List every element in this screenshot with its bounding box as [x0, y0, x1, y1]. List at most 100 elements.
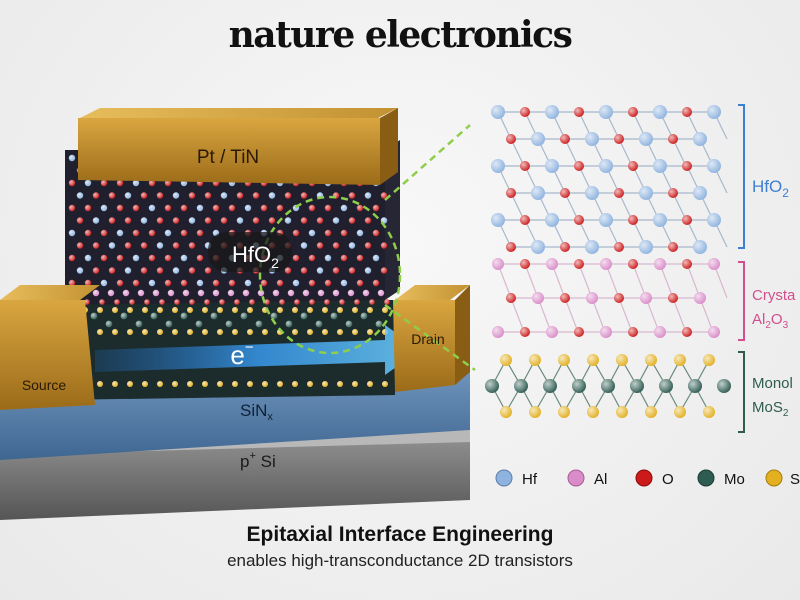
- atom-highlight: [377, 289, 385, 297]
- atom-highlight: [506, 188, 516, 198]
- atom-highlight: [210, 312, 218, 320]
- atom-highlight: [682, 215, 692, 225]
- atom-highlight: [180, 204, 188, 212]
- atom-highlight: [574, 327, 584, 337]
- atom-highlight: [132, 279, 140, 287]
- bond: [645, 297, 660, 333]
- source-electrode: [0, 285, 100, 410]
- atom-highlight: [204, 192, 212, 199]
- atom-highlight: [212, 204, 220, 212]
- atom-highlight: [252, 192, 260, 199]
- atom-highlight: [270, 312, 278, 320]
- insulator-label: SiNx: [240, 401, 273, 423]
- atom-highlight: [196, 229, 204, 237]
- atom-highlight: [654, 326, 666, 338]
- atom-highlight: [546, 258, 558, 270]
- atom-highlight: [682, 161, 692, 171]
- bond: [605, 263, 620, 299]
- atom-highlight: [628, 327, 638, 337]
- atom-highlight: [382, 381, 388, 387]
- atom-highlight: [76, 242, 84, 249]
- atom-highlight: [234, 299, 240, 305]
- atom-highlight: [148, 229, 156, 237]
- atom-highlight: [244, 204, 252, 212]
- legend-item-s: S: [765, 469, 800, 488]
- atom-highlight: [703, 354, 715, 366]
- legend-swatch-mo: [697, 469, 715, 487]
- atom-highlight: [300, 242, 308, 249]
- atom-highlight: [120, 312, 128, 320]
- atom-highlight: [352, 329, 358, 335]
- legend-item-mo: Mo: [697, 469, 745, 488]
- atom-highlight: [364, 267, 372, 274]
- atom-highlight: [92, 242, 100, 249]
- atom-highlight: [92, 267, 100, 274]
- atom-highlight: [84, 229, 92, 237]
- atom-highlight: [545, 213, 559, 227]
- atom-highlight: [202, 329, 208, 335]
- atom-highlight: [514, 379, 528, 393]
- atom-highlight: [372, 254, 380, 262]
- atom-highlight: [255, 320, 263, 328]
- atom-highlight: [219, 299, 225, 305]
- atom-highlight: [645, 354, 657, 366]
- atom-highlight: [300, 267, 308, 274]
- caption-title: Epitaxial Interface Engineering: [246, 523, 554, 546]
- atom-highlight: [100, 204, 108, 212]
- atom-highlight: [99, 299, 105, 305]
- bond: [632, 263, 647, 299]
- atom-highlight: [348, 267, 356, 274]
- atom-highlight: [628, 215, 638, 225]
- atom-highlight: [372, 204, 380, 212]
- atom-highlight: [628, 107, 638, 117]
- atom-highlight: [614, 293, 624, 303]
- layer-label-al2o3-formula: Al2O3: [752, 311, 789, 331]
- atom-highlight: [308, 254, 316, 262]
- atom-highlight: [116, 254, 124, 262]
- atom-highlight: [367, 329, 373, 335]
- atom-highlight: [202, 381, 208, 387]
- atom-highlight: [382, 307, 388, 313]
- legend-item-hf: Hf: [495, 469, 538, 488]
- atom-highlight: [653, 105, 667, 119]
- atom-highlight: [292, 254, 300, 262]
- atom-highlight: [345, 320, 353, 328]
- atom-highlight: [228, 204, 236, 212]
- atom-highlight: [317, 289, 325, 297]
- atom-highlight: [560, 293, 570, 303]
- atom-highlight: [531, 132, 545, 146]
- atom-highlight: [324, 254, 332, 262]
- bond: [672, 297, 687, 333]
- top-electrode: [78, 108, 398, 185]
- atom-highlight: [257, 289, 265, 297]
- atom-highlight: [352, 381, 358, 387]
- atom-highlight: [287, 289, 295, 297]
- bond: [524, 263, 539, 299]
- atom-highlight: [364, 217, 372, 224]
- atom-highlight: [124, 192, 132, 199]
- bond: [537, 297, 552, 333]
- atom-highlight: [520, 215, 530, 225]
- atom-highlight: [112, 307, 118, 313]
- atom-highlight: [276, 279, 284, 287]
- bond: [618, 297, 633, 333]
- atom-highlight: [124, 217, 132, 224]
- atom-highlight: [68, 204, 76, 212]
- atom-highlight: [217, 381, 223, 387]
- atom-highlight: [599, 105, 613, 119]
- atom-highlight: [84, 279, 92, 287]
- atom-highlight: [384, 299, 390, 305]
- atom-highlight: [217, 307, 223, 313]
- atom-highlight: [187, 329, 193, 335]
- atom-highlight: [159, 299, 165, 305]
- atom-highlight: [196, 254, 204, 262]
- atom-highlight: [277, 307, 283, 313]
- atom-highlight: [116, 204, 124, 212]
- atom-highlight: [693, 186, 707, 200]
- atom-highlight: [189, 299, 195, 305]
- atom-highlight: [491, 213, 505, 227]
- atom-highlight: [157, 307, 163, 313]
- atom-highlight: [76, 267, 84, 274]
- atom-highlight: [97, 329, 103, 335]
- atom-highlight: [68, 154, 76, 162]
